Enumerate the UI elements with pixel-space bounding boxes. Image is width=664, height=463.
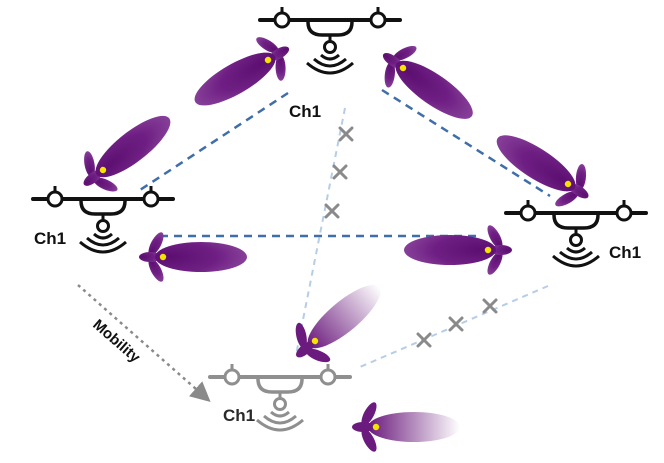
beam-pattern-fading bbox=[352, 400, 460, 454]
beam-pattern bbox=[367, 32, 488, 139]
beam-pattern-fading bbox=[279, 266, 397, 377]
drone-left-label: Ch1 bbox=[34, 229, 66, 248]
broken-link-x-mark bbox=[324, 203, 340, 219]
drone-right-label: Ch1 bbox=[609, 243, 641, 262]
mobility-arrow bbox=[77, 284, 211, 402]
link-top-left bbox=[139, 91, 289, 192]
broken-link-x-mark bbox=[482, 298, 498, 314]
beam-pattern bbox=[139, 230, 247, 284]
drone-ghost-label: Ch1 bbox=[223, 406, 255, 425]
broken-link-x-mark bbox=[338, 126, 354, 142]
beam-pattern bbox=[181, 24, 303, 126]
link-top-right bbox=[381, 88, 551, 198]
broken-link-x-mark bbox=[416, 332, 432, 348]
beam-pattern bbox=[67, 97, 186, 206]
broken-link-x-mark bbox=[448, 316, 464, 332]
broken-link-top-ghost bbox=[295, 107, 346, 356]
mobility-label: Mobility bbox=[89, 316, 143, 366]
broken-links bbox=[295, 107, 549, 368]
drone-top-label: Ch1 bbox=[289, 102, 321, 121]
beam-pattern bbox=[404, 223, 512, 277]
active-links bbox=[139, 88, 551, 238]
beam-pattern bbox=[482, 115, 603, 220]
broken-link-x-mark bbox=[332, 164, 348, 180]
